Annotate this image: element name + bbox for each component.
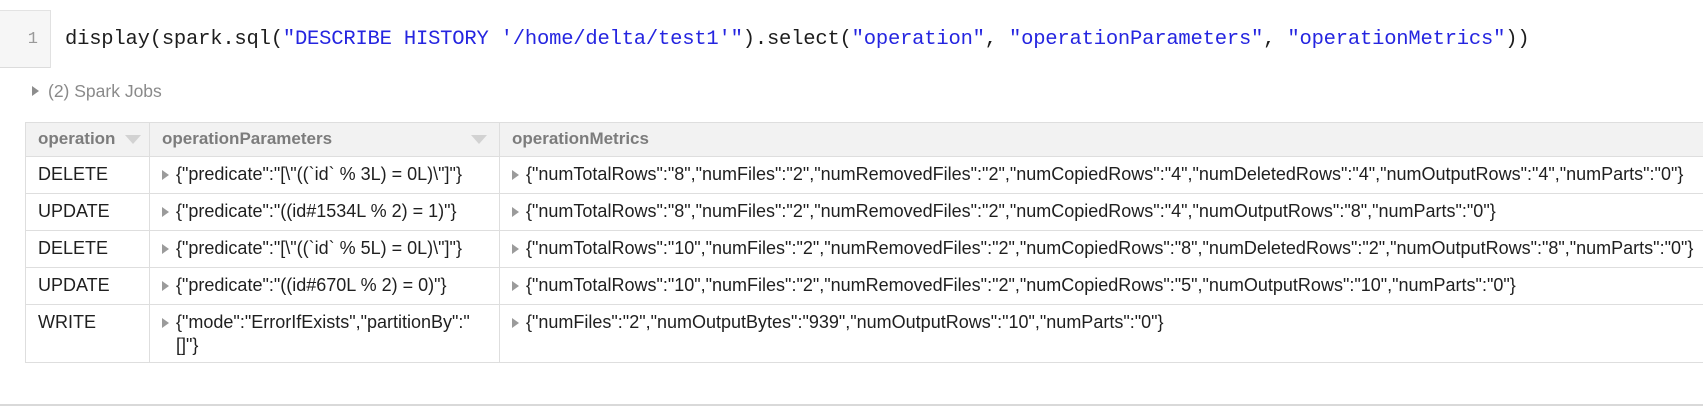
operationparameters-value: {"predicate":"[\"((`id` % 3L) = 0L)\"]"}: [176, 164, 462, 184]
triangle-right-icon: [32, 86, 39, 96]
table-header: operation operationParameters operationM…: [25, 122, 1703, 157]
cell-operationparameters[interactable]: {"predicate":"((id#1534L % 2) = 1)"}: [149, 193, 500, 231]
code-string-token: "operation": [851, 27, 985, 51]
operation-value: UPDATE: [38, 275, 110, 295]
operation-value: WRITE: [38, 312, 96, 332]
operation-value: UPDATE: [38, 201, 110, 221]
operation-value: DELETE: [38, 164, 109, 184]
code-line-number: 1: [27, 29, 38, 49]
cell-operation: DELETE: [25, 230, 150, 268]
expand-triangle-icon[interactable]: [512, 207, 519, 217]
sort-caret-down-icon[interactable]: [471, 134, 487, 144]
code-string-token: "operationParameters": [1009, 27, 1264, 51]
table-row[interactable]: WRITE {"mode":"ErrorIfExists","partition…: [25, 304, 1703, 363]
code-editor-area[interactable]: display(spark.sql("DESCRIBE HISTORY '/ho…: [50, 10, 1703, 68]
cell-operationmetrics[interactable]: {"numTotalRows":"8","numFiles":"2","numR…: [499, 156, 1703, 194]
table-header-row: operation operationParameters operationM…: [25, 122, 1703, 157]
code-token: ).select(: [742, 27, 852, 51]
expand-triangle-icon[interactable]: [162, 170, 169, 180]
table-row[interactable]: UPDATE {"predicate":"((id#670L % 2) = 0)…: [25, 267, 1703, 305]
expand-triangle-icon[interactable]: [512, 244, 519, 254]
operationmetrics-value: {"numTotalRows":"8","numFiles":"2","numR…: [526, 201, 1496, 221]
expand-triangle-icon[interactable]: [512, 281, 519, 291]
table-row[interactable]: DELETE {"predicate":"[\"((`id` % 3L) = 0…: [25, 156, 1703, 194]
results-table: operation operationParameters operationM…: [25, 122, 1703, 363]
expand-triangle-icon[interactable]: [512, 170, 519, 180]
code-string-token: "DESCRIBE HISTORY '/home/delta/test1'": [282, 27, 743, 51]
operationparameters-value: {"predicate":"[\"((`id` % 5L) = 0L)\"]"}: [176, 238, 462, 258]
cell-operationmetrics[interactable]: {"numTotalRows":"8","numFiles":"2","numR…: [499, 193, 1703, 231]
cell-operationparameters[interactable]: {"predicate":"((id#670L % 2) = 0)"}: [149, 267, 500, 305]
cell-operationparameters[interactable]: {"predicate":"[\"((`id` % 5L) = 0L)\"]"}: [149, 230, 500, 268]
expand-triangle-icon[interactable]: [162, 318, 169, 328]
sort-caret-down-icon[interactable]: [125, 134, 142, 144]
expand-triangle-icon[interactable]: [162, 244, 169, 254]
spark-jobs-label: (2) Spark Jobs: [48, 80, 162, 101]
operationmetrics-value: {"numTotalRows":"8","numFiles":"2","numR…: [526, 164, 1684, 184]
cell-operationmetrics[interactable]: {"numFiles":"2","numOutputBytes":"939","…: [499, 304, 1703, 363]
cell-operationparameters[interactable]: {"mode":"ErrorIfExists","partitionBy":"[…: [149, 304, 500, 363]
cell-operationmetrics[interactable]: {"numTotalRows":"10","numFiles":"2","num…: [499, 230, 1703, 268]
operationmetrics-value: {"numTotalRows":"10","numFiles":"2","num…: [526, 275, 1516, 295]
expand-triangle-icon[interactable]: [162, 207, 169, 217]
expand-triangle-icon[interactable]: [162, 281, 169, 291]
operationparameters-value: {"predicate":"((id#1534L % 2) = 1)"}: [176, 201, 457, 221]
operationparameters-value: {"mode":"ErrorIfExists","partitionBy":"[…: [176, 312, 470, 355]
operationmetrics-value: {"numFiles":"2","numOutputBytes":"939","…: [526, 312, 1164, 332]
code-token: ,: [1263, 27, 1288, 51]
operationparameters-value: {"predicate":"((id#670L % 2) = 0)"}: [176, 275, 447, 295]
operation-value: DELETE: [38, 238, 109, 258]
column-header-operationmetrics[interactable]: operationMetrics: [499, 122, 1703, 157]
column-header-operationmetrics-label: operationMetrics: [512, 129, 649, 148]
code-string-token: "operationMetrics": [1287, 27, 1506, 51]
table-row[interactable]: UPDATE {"predicate":"((id#1534L % 2) = 1…: [25, 193, 1703, 231]
spark-jobs-toggle[interactable]: (2) Spark Jobs: [32, 80, 162, 102]
table-row[interactable]: DELETE {"predicate":"[\"((`id` % 5L) = 0…: [25, 230, 1703, 268]
results-table-container[interactable]: operation operationParameters operationM…: [25, 122, 1703, 366]
bottom-divider: [0, 404, 1703, 406]
cell-operation: WRITE: [25, 304, 150, 363]
column-header-operationparameters-label: operationParameters: [162, 129, 333, 148]
notebook-code-cell[interactable]: 1 display(spark.sql("DESCRIBE HISTORY '/…: [0, 10, 1703, 68]
cell-operationmetrics[interactable]: {"numTotalRows":"10","numFiles":"2","num…: [499, 267, 1703, 305]
expand-triangle-icon[interactable]: [512, 318, 519, 328]
cell-operation: DELETE: [25, 156, 150, 194]
cell-operation: UPDATE: [25, 267, 150, 305]
code-token: )): [1505, 27, 1530, 51]
column-header-operationparameters[interactable]: operationParameters: [149, 122, 500, 157]
code-token: display(spark.sql(: [65, 27, 283, 51]
operationmetrics-value: {"numTotalRows":"10","numFiles":"2","num…: [526, 238, 1694, 258]
code-token: ,: [984, 27, 1009, 51]
table-body: DELETE {"predicate":"[\"((`id` % 3L) = 0…: [25, 156, 1703, 363]
column-header-operation[interactable]: operation: [25, 122, 150, 157]
cell-operationparameters[interactable]: {"predicate":"[\"((`id` % 3L) = 0L)\"]"}: [149, 156, 500, 194]
cell-operation: UPDATE: [25, 193, 150, 231]
column-header-operation-label: operation: [38, 129, 116, 148]
code-line: display(spark.sql("DESCRIBE HISTORY '/ho…: [65, 27, 1530, 51]
